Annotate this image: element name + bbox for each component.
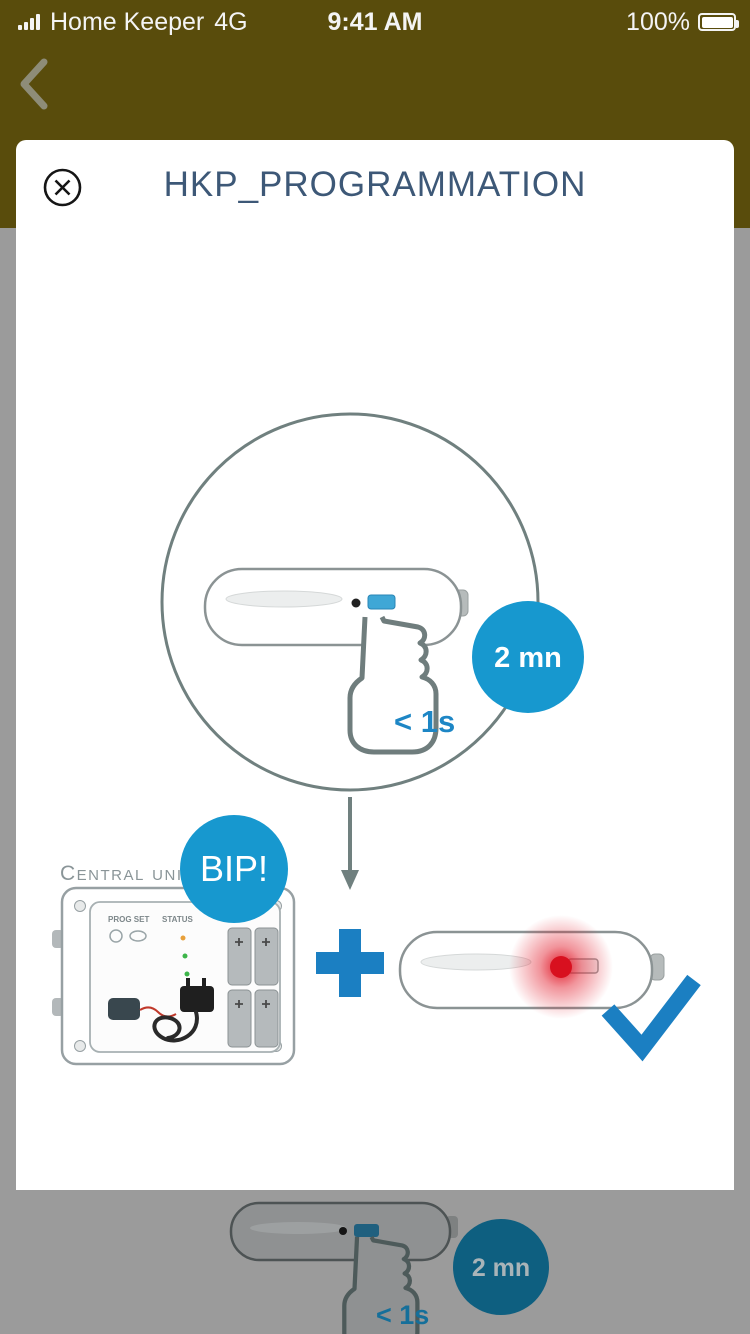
wait-time-badge: 2 mn xyxy=(472,601,584,713)
svg-text:2 mn: 2 mn xyxy=(494,642,562,674)
remote-control-red-led xyxy=(398,915,665,1019)
dimmed-page-bottom: < 1s 2 mn xyxy=(0,1190,750,1334)
board-label-prog: PROG SET xyxy=(108,915,149,924)
close-button[interactable] xyxy=(43,168,82,207)
press-duration-label: < 1s xyxy=(394,704,455,739)
network-type-label: 4G xyxy=(214,7,248,36)
battery-icon xyxy=(698,13,739,31)
board-label-status: STATUS xyxy=(162,915,193,924)
svg-text:BIP!: BIP! xyxy=(200,848,268,889)
modal-header: HKP_PROGRAMMATION xyxy=(16,140,734,230)
clock: 9:41 AM xyxy=(327,7,423,36)
dimmed-wait-time-badge: 2 mn xyxy=(453,1219,549,1315)
checkmark-icon xyxy=(601,974,701,1062)
close-icon xyxy=(43,168,82,207)
dimmed-diagram: < 1s 2 mn xyxy=(229,1201,549,1334)
down-arrow xyxy=(341,797,359,890)
cellular-signal-icon xyxy=(18,14,40,30)
power-plug xyxy=(180,986,214,1012)
dimmed-hand-press-icon xyxy=(342,1235,420,1334)
plus-sign xyxy=(316,929,384,997)
instruction-diagram: < 1s 2 mn Central unit PROG SET STATUS xyxy=(52,412,701,1066)
module-chip xyxy=(108,998,140,1020)
beep-badge: BIP! xyxy=(180,815,288,923)
central-unit-illustration: Central unit PROG SET STATUS xyxy=(52,862,296,1066)
modal-title: HKP_PROGRAMMATION xyxy=(163,165,587,204)
hand-press-icon xyxy=(347,615,439,755)
dimmed-press-duration-label: < 1s xyxy=(376,1300,429,1330)
remote-led-dot xyxy=(351,598,361,608)
carrier-label: Home Keeper xyxy=(50,7,205,36)
status-bar: Home Keeper 4G 9:41 AM 100% xyxy=(0,0,750,44)
remote-prog-button xyxy=(367,594,396,610)
red-led xyxy=(550,956,572,978)
instruction-modal: HKP_PROGRAMMATION < 1s 2 mn xyxy=(16,140,734,1190)
power-cable xyxy=(152,1010,199,1043)
battery-percent-label: 100% xyxy=(626,7,690,36)
svg-text:2 mn: 2 mn xyxy=(472,1254,530,1282)
central-unit-label: Central unit xyxy=(60,862,193,885)
back-button[interactable] xyxy=(14,56,54,112)
chevron-left-icon xyxy=(20,58,48,110)
battery-compartment xyxy=(227,927,279,1048)
remote-control xyxy=(203,567,469,647)
dimmed-remote-control xyxy=(229,1201,458,1262)
